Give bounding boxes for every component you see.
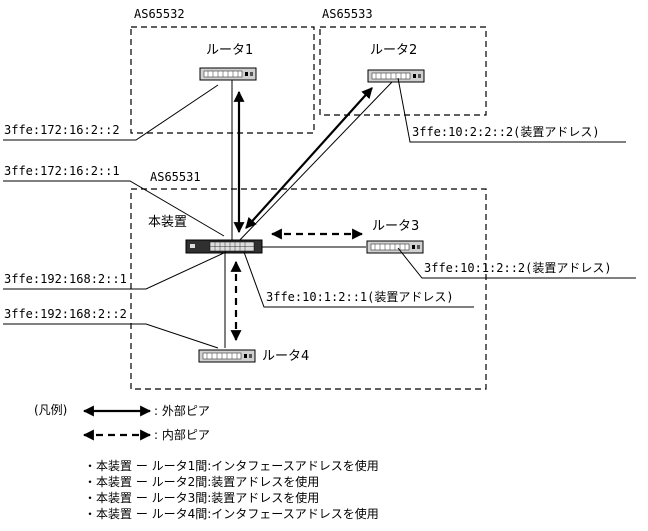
router3-label: ルータ3 [372, 219, 419, 234]
legend-external-label: : 外部ピア [154, 403, 210, 418]
leader-a4 [397, 247, 636, 279]
leader-a7 [3, 323, 219, 349]
leader-a5 [3, 251, 227, 290]
router4-label: ルータ4 [262, 349, 309, 364]
address-self-if4: 3ffe:192:168:2::1 [4, 272, 127, 286]
legend-internal-label: : 内部ピア [154, 427, 210, 442]
router1-label: ルータ1 [206, 43, 253, 58]
legend-title: (凡例) [34, 403, 67, 417]
as65532-label: AS65532 [134, 7, 185, 21]
as65531-label: AS65531 [150, 170, 201, 184]
address-self-if1: 3ffe:172:16:2::1 [4, 164, 120, 178]
self-device-label: 本装置 [148, 215, 187, 230]
router2-label: ルータ2 [370, 43, 417, 58]
note-1: ・本装置 ー ルータ1間:インタフェースアドレスを使用 [84, 458, 379, 473]
router3-icon [366, 240, 424, 254]
peer-arrow-router2 [245, 87, 373, 229]
leader-a6 [243, 251, 474, 308]
router1-icon [199, 67, 257, 81]
self-device-icon [185, 239, 263, 254]
address-self-device: 3ffe:10:1:2::1(装置アドレス) [266, 290, 454, 304]
leader-a3 [3, 180, 225, 237]
note-3: ・本装置 ー ルータ3間:装置アドレスを使用 [84, 490, 319, 505]
router4-icon [198, 349, 256, 363]
router2-icon [367, 69, 425, 83]
as65533-box [319, 26, 487, 116]
as65532-box [130, 26, 315, 134]
leader-a1 [3, 84, 219, 141]
address-router4: 3ffe:192:168:2::2 [4, 307, 127, 321]
address-router2: 3ffe:10:2:2::2(装置アドレス) [412, 125, 600, 139]
as65533-label: AS65533 [322, 7, 373, 21]
note-2: ・本装置 ー ルータ2間:装置アドレスを使用 [84, 474, 319, 489]
address-router1: 3ffe:172:16:2::2 [4, 123, 120, 137]
leader-a2 [397, 77, 626, 143]
address-router3: 3ffe:10:1:2::2(装置アドレス) [424, 261, 612, 275]
note-4: ・本装置 ー ルータ4間:インタフェースアドレスを使用 [84, 506, 379, 521]
